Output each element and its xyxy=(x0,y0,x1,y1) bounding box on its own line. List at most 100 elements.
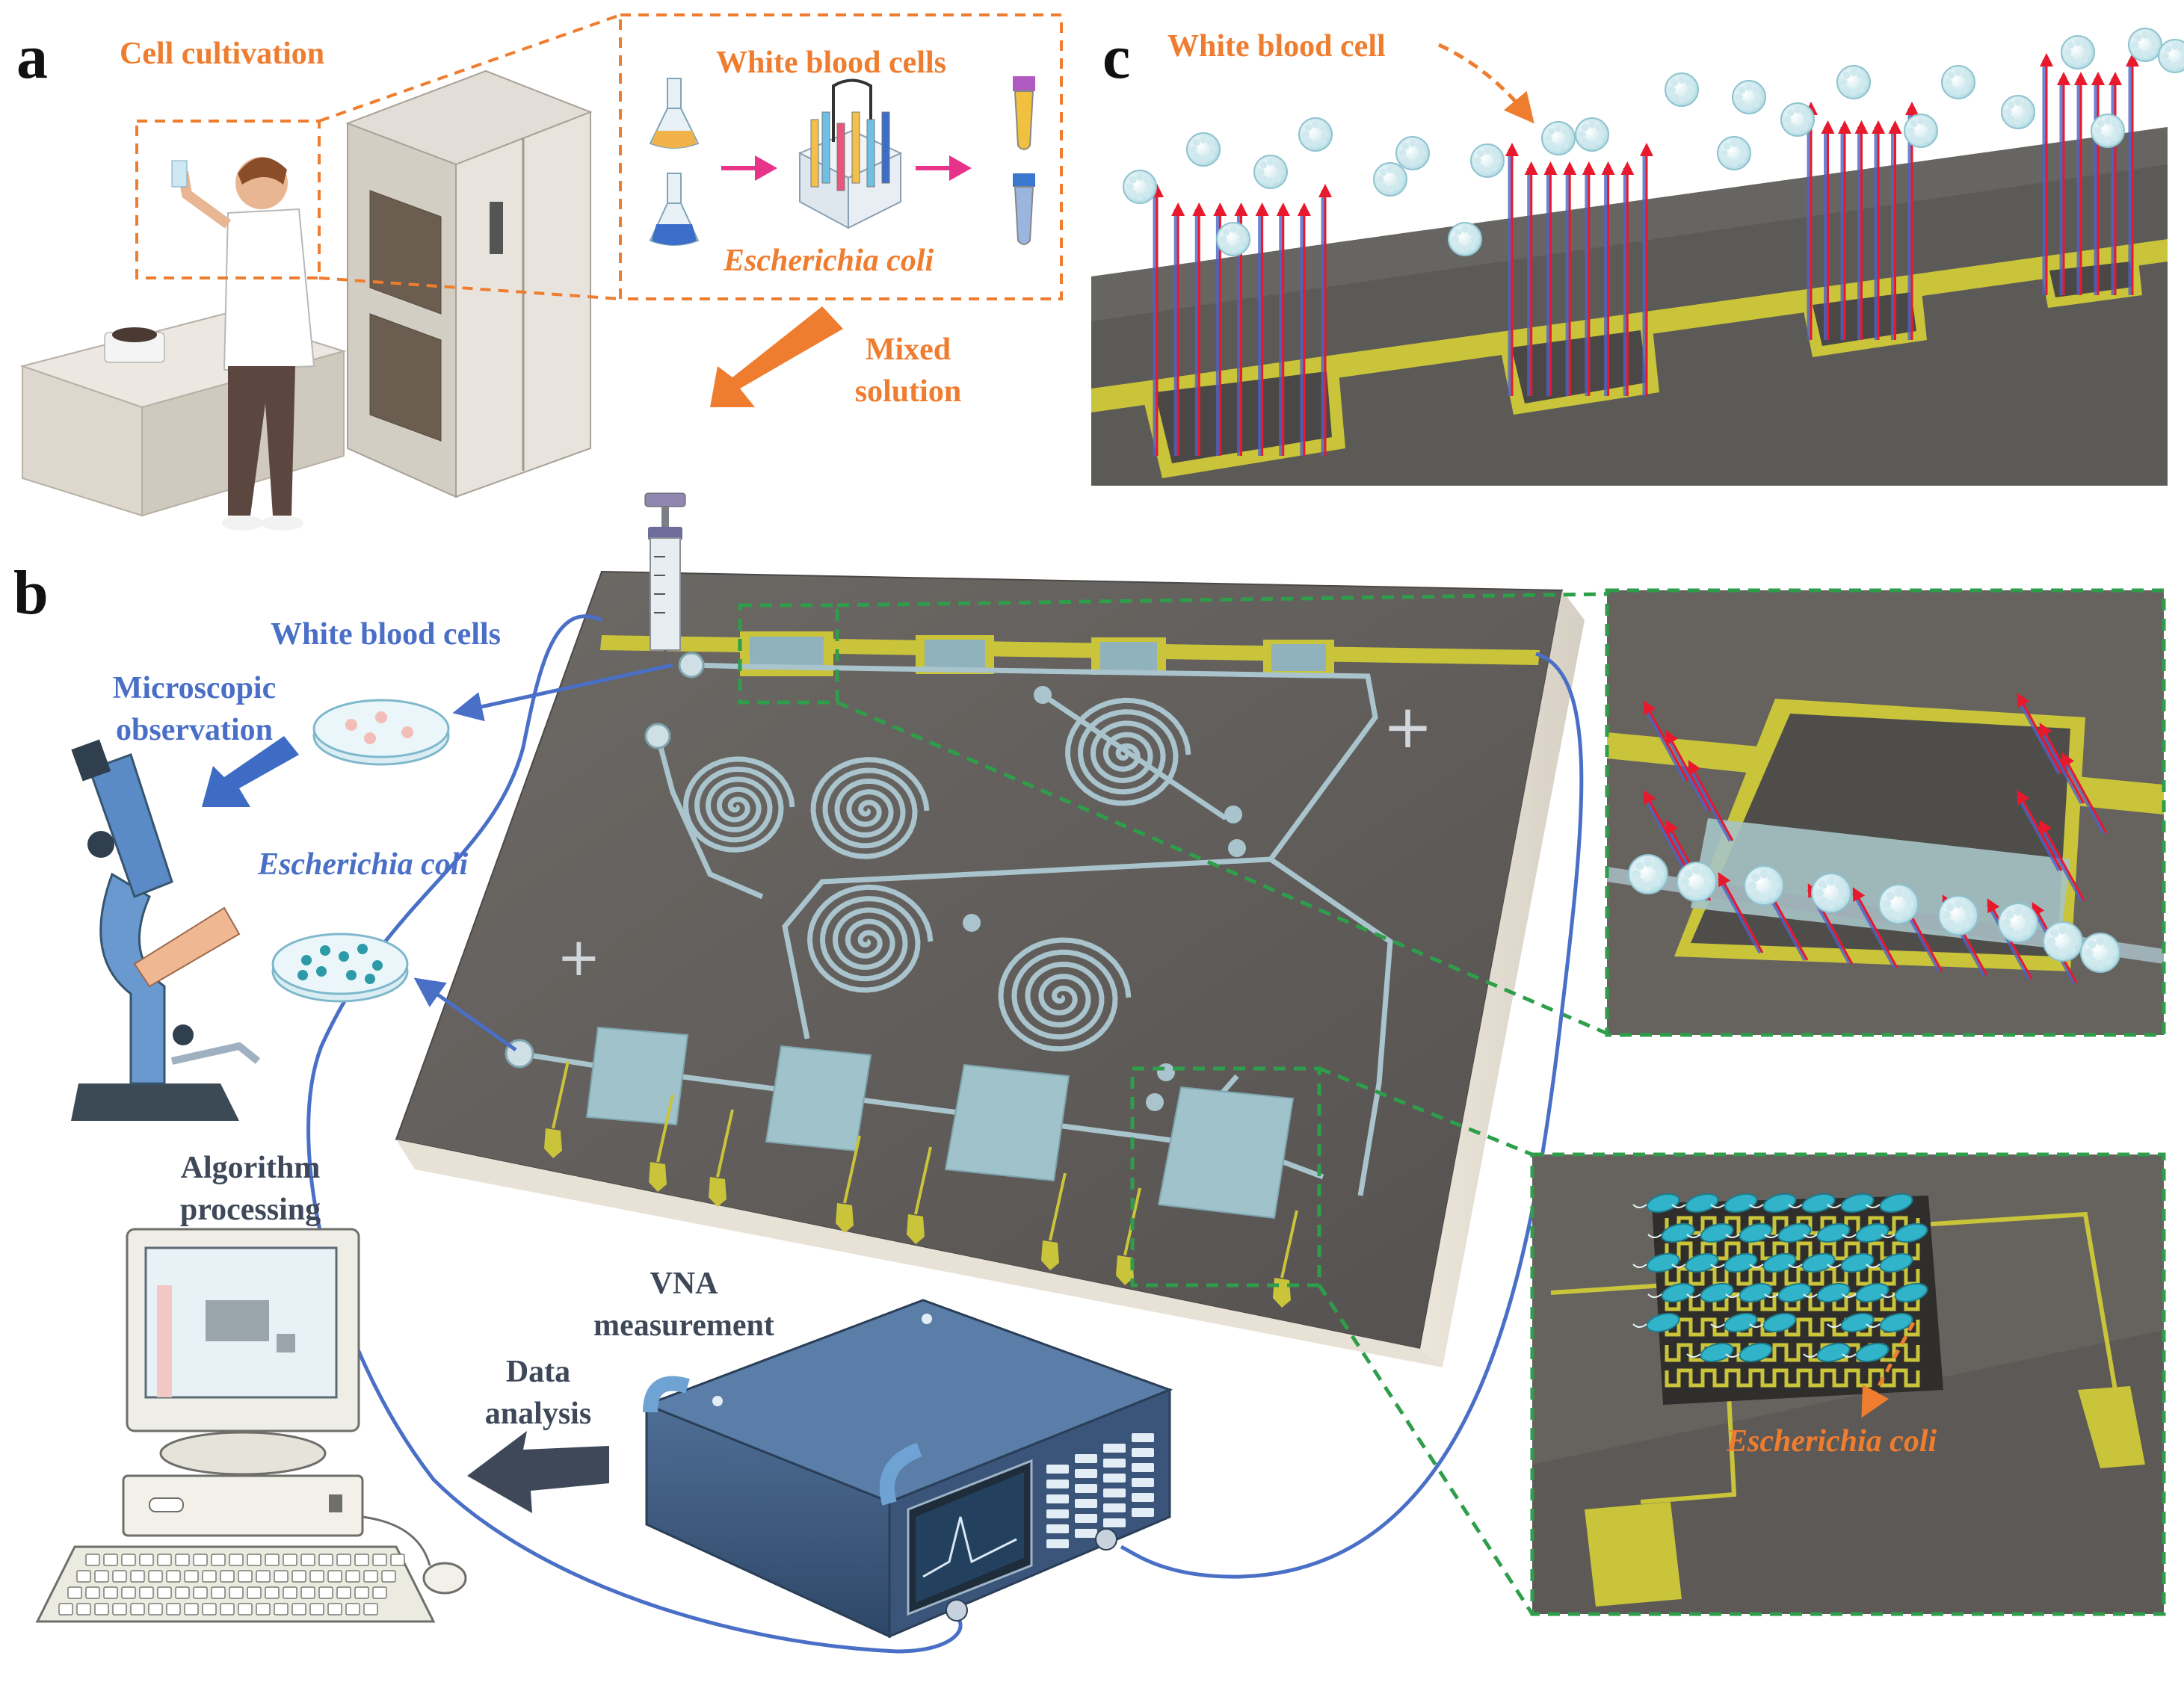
arrow-to-wbc-dish xyxy=(452,663,673,722)
label-c-white-blood-cell: White blood cell xyxy=(1167,29,1386,64)
ecoli-bacterium xyxy=(1788,1252,1836,1273)
wbc-c-6 xyxy=(1470,143,1505,178)
wbc-inset-1 xyxy=(1676,862,1717,902)
label-data-analysis-line1: Data xyxy=(505,1355,571,1389)
data-analysis-arrow xyxy=(467,1431,609,1513)
ecoli-bacterium xyxy=(1881,1282,1928,1303)
ecoli-bacterium xyxy=(1803,1222,1851,1243)
inset-capacitor-with-cells xyxy=(1605,588,2166,1037)
wbc-c-0 xyxy=(1123,170,1157,204)
wbc-c-2 xyxy=(1253,155,1288,189)
wbc-c-1 xyxy=(1186,132,1221,167)
ecoli-bacterium xyxy=(1749,1193,1797,1214)
ecoli-bacterium xyxy=(1803,1282,1851,1303)
ecoli-bacterium xyxy=(1827,1312,1875,1333)
ecoli-bacterium xyxy=(1827,1193,1875,1214)
label-mixed-solution-line1: Mixed xyxy=(865,333,951,367)
label-vna-line2: measurement xyxy=(593,1308,774,1343)
panel-label-b: b xyxy=(13,558,49,628)
wbc-c-10 xyxy=(1216,222,1250,256)
arrow-to-ecoli-dish xyxy=(413,977,517,1052)
ecoli-bacterium xyxy=(1881,1222,1928,1243)
ecoli-bacterium xyxy=(1725,1222,1773,1243)
wbc-c-9 xyxy=(1448,222,1482,256)
ecoli-bacterium xyxy=(1842,1342,1890,1363)
label-algorithm-line2: processing xyxy=(179,1193,321,1227)
ecoli-bacterium xyxy=(1803,1342,1851,1363)
ecoli-bacterium xyxy=(1725,1342,1773,1363)
pink-arrow-2 xyxy=(916,155,972,181)
syringe xyxy=(644,492,686,669)
petri-dish-wbc xyxy=(312,699,450,766)
wbc-c-13 xyxy=(1836,65,1871,99)
flask-blue xyxy=(649,173,700,246)
ecoli-bacterium xyxy=(1866,1252,1913,1273)
wbc-c-22 xyxy=(1732,80,1766,114)
panel-c-illustration xyxy=(1091,7,2184,486)
vna-instrument xyxy=(643,1299,1173,1639)
microscope xyxy=(71,739,261,1121)
sensor-pads xyxy=(585,1026,1295,1219)
microfluidic-chip: + + xyxy=(395,570,1585,1367)
ecoli-bacterium xyxy=(1764,1222,1812,1243)
wbc-c-7 xyxy=(1541,121,1576,155)
label-a-escherichia-coli: Escherichia coli xyxy=(724,244,934,278)
petri-dish-ecoli xyxy=(271,933,409,1003)
wbc-c-8 xyxy=(1575,117,1609,152)
ecoli-bacterium xyxy=(1686,1342,1734,1363)
ecoli-bacterium xyxy=(1686,1282,1734,1303)
incubator-cabinet xyxy=(345,69,593,498)
label-data-analysis: Data analysis xyxy=(456,1351,620,1435)
wbc-c-11 xyxy=(1717,136,1751,170)
wbc-inset-2 xyxy=(1744,865,1784,906)
wbc-c-14 xyxy=(1904,114,1938,148)
label-vna-line1: VNA xyxy=(650,1267,718,1301)
ecoli-bacterium xyxy=(1710,1312,1758,1333)
wbc-c-19 xyxy=(2128,28,2162,62)
label-mixed-solution-line2: solution xyxy=(854,374,962,409)
ecoli-bacterium xyxy=(1866,1312,1913,1333)
panel-a-illustration xyxy=(19,13,1063,531)
label-vna-measurement: VNA measurement xyxy=(579,1263,789,1347)
ecoli-bacterium xyxy=(1842,1282,1890,1303)
wbc-c-21 xyxy=(1665,72,1699,107)
label-mixed-solution: Mixed solution xyxy=(845,329,972,412)
white-blood-cells-panel-c xyxy=(1123,28,2184,256)
ecoli-bacterium xyxy=(1632,1193,1680,1214)
wbc-c-12 xyxy=(1780,102,1815,137)
ecoli-bacterium xyxy=(1749,1252,1797,1273)
microscopic-observation-arrow xyxy=(202,736,299,807)
wbc-c-16 xyxy=(2001,95,2035,129)
ecoli-bacterium xyxy=(1788,1193,1836,1214)
wbc-c-17 xyxy=(2061,35,2095,69)
tube-blue xyxy=(1013,173,1035,245)
label-data-analysis-line2: analysis xyxy=(484,1397,592,1431)
label-microscopic-line2: observation xyxy=(116,713,273,747)
wbc-c-3 xyxy=(1298,117,1333,152)
ecoli-bacterium xyxy=(1710,1252,1758,1273)
wbc-inset-7 xyxy=(2043,921,2083,962)
label-microscopic-observation: Microscopic observation xyxy=(86,667,303,751)
ecoli-bacterium xyxy=(1632,1312,1680,1333)
ecoli-bacterium xyxy=(1749,1312,1797,1333)
wbc-inset-8 xyxy=(2080,933,2120,973)
label-cell-cultivation: Cell cultivation xyxy=(120,37,325,71)
label-a-white-blood-cells: White blood cells xyxy=(716,46,947,80)
pink-arrow-1 xyxy=(721,155,777,181)
ecoli-bacterium xyxy=(1647,1222,1695,1243)
test-tube-rack xyxy=(798,78,903,229)
ecoli-bacterium xyxy=(1764,1282,1812,1303)
label-algorithm-line1: Algorithm xyxy=(180,1151,321,1185)
tube-purple-yellow xyxy=(1013,76,1035,150)
ecoli-bacterium xyxy=(1842,1222,1890,1243)
culture-dashed-box xyxy=(619,13,1063,300)
wbc-inset-3 xyxy=(1811,873,1851,913)
wbc-inset-5 xyxy=(1938,895,1978,936)
label-b-white-blood-cells: White blood cells xyxy=(271,617,502,652)
wbc-inset-4 xyxy=(1878,884,1919,924)
electrode-fingers xyxy=(544,1060,1298,1308)
label-b-escherichia-coli: Escherichia coli xyxy=(258,847,469,882)
ecoli-bacterium xyxy=(1647,1282,1695,1303)
label-algorithm-processing: Algorithm processing xyxy=(146,1147,355,1231)
